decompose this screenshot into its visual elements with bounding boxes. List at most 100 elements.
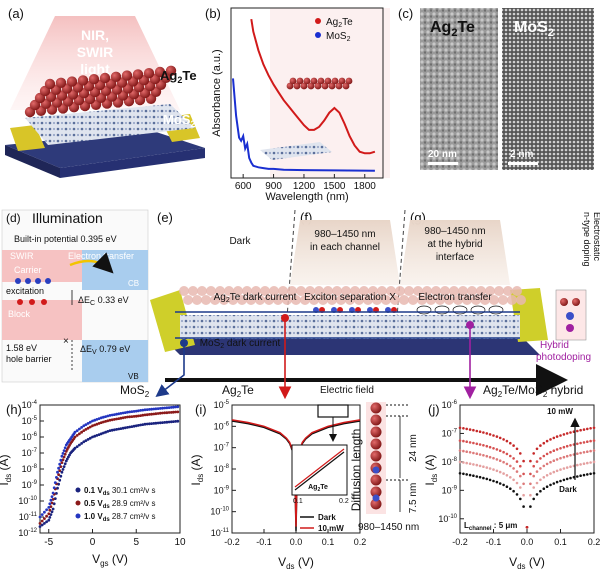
gap-text: 1.58 eV [6, 343, 37, 353]
device-ag2te-sphere [422, 286, 432, 296]
chart-h-point-3 [62, 449, 66, 452]
illustration-ag2te-sphere [338, 77, 346, 85]
mos2-dark-current: MoS2 dark current [200, 338, 281, 350]
chart-h-point-2 [84, 428, 88, 431]
chart-j-point-4 [478, 443, 482, 446]
chart-h-point-1 [82, 440, 86, 444]
side-dopant-1 [566, 324, 574, 332]
electron-transfer-pair [416, 305, 432, 315]
chart-j-point-2 [512, 478, 515, 482]
chart-j-point-2 [522, 493, 525, 497]
chart-h-ytick-label: 10-5 [22, 416, 38, 426]
illustration-ag2te-sphere [317, 77, 325, 85]
light-text-3: light [80, 61, 110, 77]
chart-j-point-5 [569, 431, 572, 434]
chart-j-point-2 [539, 478, 542, 482]
device-ag2te-sphere [489, 295, 499, 305]
chart-h-point-2 [143, 413, 147, 417]
chart-h-ytick-label: 10-6 [22, 432, 38, 442]
pointer-mos2 [155, 343, 185, 397]
chart-h-point-1 [50, 510, 54, 514]
chart-j-point-3 [468, 451, 472, 454]
chart-j-point-4 [515, 460, 519, 463]
chart-h-point-1 [154, 421, 158, 425]
inset-dark-line [294, 451, 345, 491]
chart-j-point-4 [552, 449, 556, 453]
chart-h-point-2 [61, 458, 65, 462]
chart-h-point-2 [45, 514, 48, 518]
device-ag2te-sphere [264, 295, 274, 305]
chart-j-point-1 [529, 505, 532, 508]
chart-h-ytick-label: 10-7 [22, 448, 38, 458]
chart-h-point-1 [150, 422, 154, 425]
hybrid-row-label: Ag2Te/MoS2 hybrid [483, 383, 583, 399]
chart-j-point-5 [559, 434, 562, 437]
chart-j-point-4 [589, 439, 592, 443]
chart-j-point-1 [559, 479, 562, 483]
chart-j-point-1 [539, 489, 542, 493]
chart-j-point-4 [505, 452, 509, 456]
chart-j-point-4 [502, 450, 505, 454]
chart-j-point-3 [549, 460, 552, 464]
chart-h-point-1 [86, 438, 90, 441]
chart-h-point-3 [43, 510, 46, 514]
chart-h-point-3 [58, 462, 62, 466]
chart-h-point-1 [97, 433, 101, 436]
device-ag2te-sphere [368, 286, 378, 296]
illustration-ag2te-sphere [289, 77, 297, 85]
device-ag2te-sphere [332, 286, 342, 296]
chart-j-point-1 [502, 483, 505, 487]
swir-text: SWIR [10, 251, 34, 261]
chart-j-point-4 [532, 464, 535, 468]
chart-j-point-2 [579, 463, 582, 466]
chart-h-point-2 [99, 421, 103, 424]
chart-h-point-2 [174, 410, 178, 414]
device-ag2te-sphere [192, 295, 202, 305]
chart-h-point-1 [128, 425, 132, 429]
chart-j-point-1 [478, 475, 482, 479]
chart-h-point-1 [60, 470, 64, 474]
chart-h-ylabel: Ids (A) [0, 454, 13, 485]
chart-j-point-3 [542, 464, 546, 468]
chart-j-point-4 [472, 441, 475, 445]
device-ag2te-sphere [494, 286, 504, 296]
chart-h-point-3 [48, 502, 52, 506]
chart-j-xtick-label: 0.2 [588, 537, 600, 547]
chart-h-point-3 [97, 417, 101, 420]
chart-h-point-1 [152, 422, 156, 425]
chart-h-point-1 [56, 486, 59, 490]
chart-b-series-mos2 [232, 78, 375, 172]
panel-d: (d) Illumination Built-in potential 0.39… [1, 209, 149, 383]
device-ag2te-sphere [458, 286, 468, 296]
chart-h-point-2 [47, 512, 51, 516]
illustration-ag2te-sphere [342, 82, 350, 90]
chart-h-point-2 [161, 411, 164, 415]
device-ag2te-sphere [395, 286, 405, 296]
device-ag2te-sphere [242, 286, 252, 296]
chart-h-point-2 [102, 420, 105, 424]
chart-j-point-5 [488, 433, 492, 436]
chart-h-ytick-label: 10-9 [22, 480, 38, 490]
chart-j-point-3 [529, 482, 532, 486]
chart-b-xtick-label: 600 [235, 181, 252, 192]
chart-j-point-4 [555, 448, 559, 451]
chart-j-point-5 [475, 429, 479, 433]
chart-j-point-4 [582, 441, 586, 444]
chart-h-point-2 [59, 465, 63, 468]
chart-h-point-2 [139, 414, 143, 417]
f-line2: in each channel [310, 242, 380, 253]
chart-h-point-3 [110, 413, 114, 417]
side-sphere-1 [560, 298, 568, 306]
chart-h-point-1 [80, 442, 83, 445]
chart-h-ytick-label: 10-11 [19, 512, 38, 522]
chart-j-point-4 [586, 440, 589, 444]
legend-h-3: 1.0 Vds 28.7 cm²/v s [84, 512, 156, 523]
power-arrow-bottom: Dark [559, 485, 577, 494]
illustration-ag2te-sphere [286, 82, 294, 90]
chart-h-point-2 [126, 415, 129, 419]
chart-j-point-2 [542, 476, 546, 479]
chart-b-xtick-label: 1200 [293, 181, 316, 192]
chart-j-xtick-label: 0.1 [554, 537, 567, 547]
